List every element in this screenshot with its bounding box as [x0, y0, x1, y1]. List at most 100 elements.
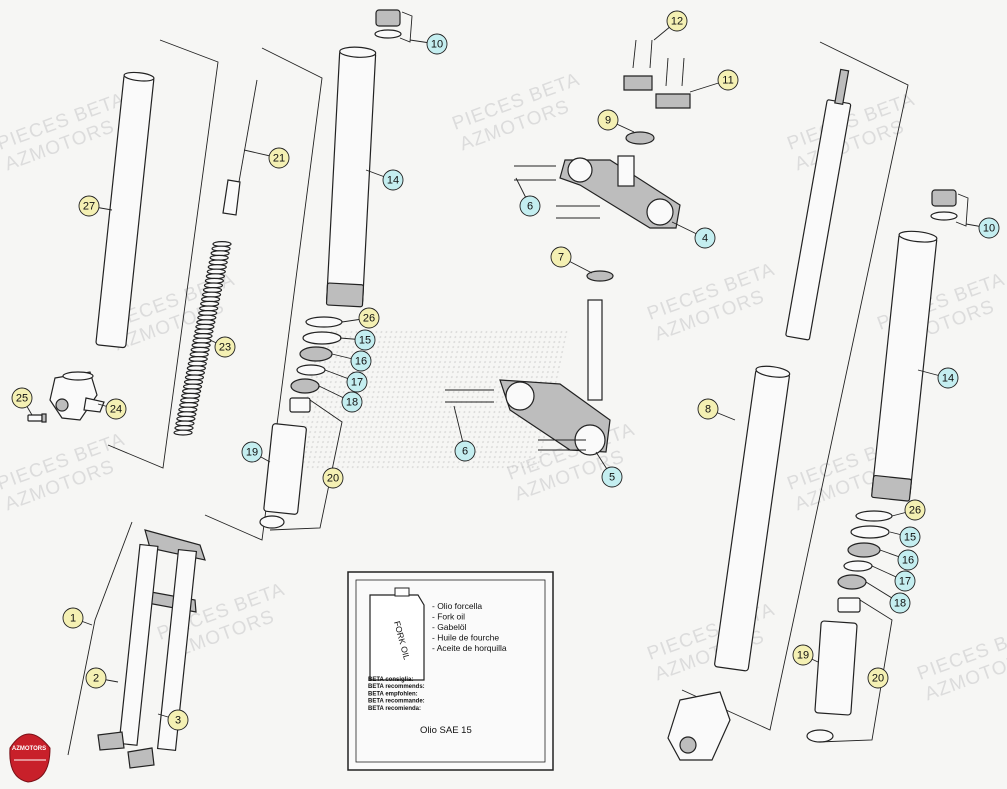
- callout-circle: [346, 371, 368, 393]
- part-6-screws-top: [514, 165, 600, 219]
- bracket-10b: [955, 193, 969, 227]
- part-11-handlebar-clamps: [623, 75, 691, 109]
- callout-circle: [601, 466, 623, 488]
- callout-c-26b: 26: [904, 499, 926, 521]
- callout-label: 20: [872, 673, 884, 685]
- callout-circle: [105, 398, 127, 420]
- callout-label: 12: [671, 16, 683, 28]
- callout-label: 25: [16, 393, 28, 405]
- callout-c-14b: 14: [937, 367, 959, 389]
- callout-c-17a: 17: [346, 371, 368, 393]
- callout-circle: [694, 227, 716, 249]
- callout-label: 8: [705, 404, 711, 416]
- callout-c-18a: 18: [341, 391, 363, 413]
- part-1-fork-assembly: [97, 529, 206, 769]
- callout-circle: [897, 549, 919, 571]
- part-24-fork-foot: [49, 371, 105, 421]
- callout-label: 26: [909, 505, 921, 517]
- callout-label: 7: [558, 252, 564, 264]
- callout-c-4: 4: [694, 227, 716, 249]
- part-9-nut: [625, 131, 655, 145]
- oil-language-line: - Gabelöl: [432, 622, 467, 632]
- callout-c-5: 5: [601, 466, 623, 488]
- callout-c-21: 21: [268, 147, 290, 169]
- frame-assembly-1: [67, 521, 133, 756]
- callout-circle: [382, 169, 404, 191]
- callout-circle: [792, 644, 814, 666]
- callout-c-27: 27: [78, 195, 100, 217]
- callout-label: 4: [702, 233, 708, 245]
- oil-recommend-line: BETA empfohlen:: [368, 691, 418, 697]
- callout-label: 10: [431, 39, 443, 51]
- part-19-bushing-right: [806, 597, 861, 743]
- part-25-screw: [27, 413, 47, 423]
- callout-c-9: 9: [597, 109, 619, 131]
- callout-c-20a: 20: [322, 467, 344, 489]
- callout-circle: [597, 109, 619, 131]
- callout-circle: [350, 350, 372, 372]
- azmotors-logo: AZMOTORS: [9, 733, 51, 783]
- callout-circle: [167, 709, 189, 731]
- callout-c-19a: 19: [241, 441, 263, 463]
- part-12-screws: [632, 39, 685, 87]
- callout-c-12: 12: [666, 10, 688, 32]
- part-10-cap-right: [930, 189, 958, 221]
- callout-c-25: 25: [11, 387, 33, 409]
- callout-label: 11: [722, 75, 733, 87]
- callout-label: 18: [894, 598, 906, 610]
- callout-label: 1: [70, 613, 76, 625]
- callout-c-2: 2: [85, 667, 107, 689]
- callout-circle: [11, 387, 33, 409]
- callout-label: 14: [942, 373, 954, 385]
- callout-c-19b: 19: [792, 644, 814, 666]
- frame-27-group: [107, 39, 219, 469]
- oil-recommend: BETA consiglia:BETA recommends:BETA empf…: [368, 677, 425, 712]
- oil-language-line: - Huile de fourche: [432, 633, 499, 643]
- oil-grade: Olio SAE 15: [420, 725, 472, 736]
- callout-circle: [666, 10, 688, 32]
- callout-circle: [62, 607, 84, 629]
- callout-circle: [867, 667, 889, 689]
- callout-label: 16: [355, 356, 367, 368]
- oil-recommend-line: BETA recomienda:: [368, 706, 421, 712]
- callout-circle: [697, 398, 719, 420]
- callout-label: 10: [983, 223, 995, 235]
- callout-label: 20: [327, 473, 339, 485]
- callout-c-10a: 10: [426, 33, 448, 55]
- part-5-bottom-clamp: [499, 299, 611, 456]
- spring-coil: [173, 429, 193, 436]
- callout-circle: [894, 570, 916, 592]
- oil-language-line: - Aceite de horquilla: [432, 643, 507, 653]
- callout-c-26a: 26: [358, 307, 380, 329]
- bracket-10a: [399, 11, 413, 43]
- part-6-screws-bottom: [445, 389, 586, 451]
- callout-circle: [978, 217, 1000, 239]
- callout-circle: [426, 33, 448, 55]
- oil-recommend-line: BETA recommends:: [368, 684, 425, 690]
- callout-circle: [717, 69, 739, 91]
- part-8-damper-cartridge: [667, 68, 852, 761]
- part-19-bushing-left: [259, 397, 311, 529]
- oil-languages: - Olio forcella- Fork oil- Gabelöl- Huil…: [432, 601, 507, 653]
- callout-circle: [899, 526, 921, 548]
- callout-c-14a: 14: [382, 169, 404, 191]
- logo-text: AZMOTORS: [12, 746, 46, 752]
- callout-circle: [85, 667, 107, 689]
- callout-label: 18: [346, 397, 358, 409]
- oil-language-line: - Fork oil: [432, 612, 465, 622]
- callout-circle: [241, 441, 263, 463]
- part-4-top-clamp: [559, 155, 681, 229]
- callout-circle: [214, 336, 236, 358]
- seal-stack-left: [290, 316, 343, 394]
- oil-recommend-line: BETA recommande:: [368, 699, 425, 705]
- callout-label: 19: [246, 447, 258, 459]
- callout-circle: [454, 440, 476, 462]
- callout-circle: [78, 195, 100, 217]
- callout-c-16b: 16: [897, 549, 919, 571]
- callout-c-16a: 16: [350, 350, 372, 372]
- oil-language-line: - Olio forcella: [432, 601, 482, 611]
- callout-c-18b: 18: [889, 592, 911, 614]
- oil-can: FORK OIL: [369, 587, 425, 681]
- callout-c-20b: 20: [867, 667, 889, 689]
